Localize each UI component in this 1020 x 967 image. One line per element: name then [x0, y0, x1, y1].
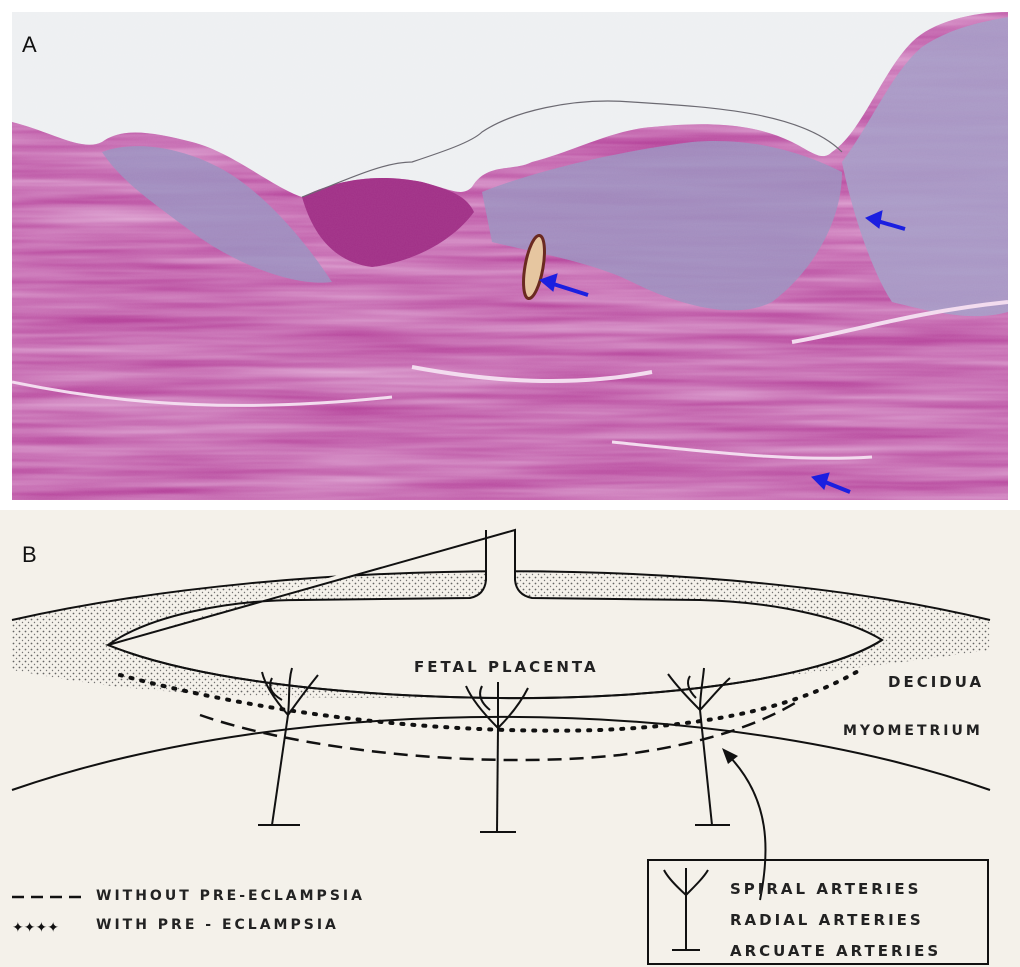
key-artery-icon [664, 868, 708, 950]
fetal-placenta-label: FETAL PLACENTA [414, 658, 599, 676]
pointer-arrow [730, 757, 766, 900]
legend-without-label: WITHOUT PRE-ECLAMPSIA [96, 888, 365, 904]
myometrium-label: MYOMETRIUM [843, 723, 983, 739]
panel-label-b: B [22, 542, 37, 568]
panel-label-a: A [22, 32, 37, 58]
key-spiral-label: SPIRAL ARTERIES [730, 880, 921, 898]
uteroplacental-diagram: ✦✦✦✦ FETAL PLACENTA DECIDUA MYOMETRIUM W… [0, 510, 1020, 967]
legend-with-label: WITH PRE - ECLAMPSIA [96, 917, 339, 933]
key-radial-label: RADIAL ARTERIES [730, 911, 924, 929]
histology-image [12, 12, 1008, 500]
svg-text:✦✦✦✦: ✦✦✦✦ [12, 920, 59, 936]
legend-dots-icon: ✦✦✦✦ [12, 920, 59, 936]
key-arcuate-label: ARCUATE ARTERIES [730, 942, 941, 960]
artery-right [668, 668, 730, 825]
decidua-label: DECIDUA [888, 673, 984, 691]
pointer-arrowhead-icon [722, 748, 738, 764]
artery-center [466, 682, 528, 832]
